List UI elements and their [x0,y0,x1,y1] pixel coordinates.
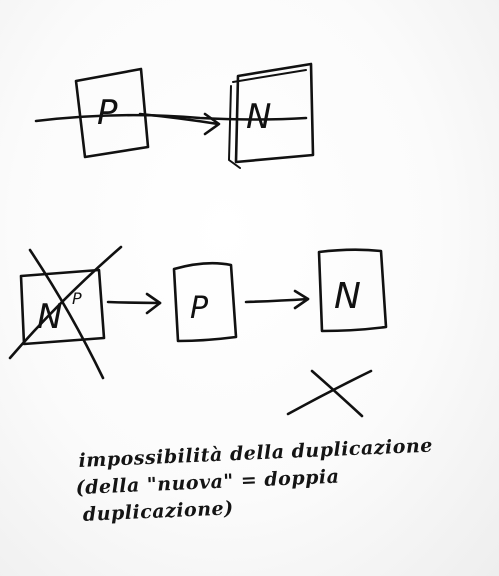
top-p-box [74,67,150,159]
crossed-n-label: N [37,297,62,337]
top-strike-line [34,113,308,123]
top-n-box [228,62,315,169]
arrow-to-middle-p [106,292,162,315]
middle-p-label: P [190,291,209,326]
end-n-box [317,248,388,333]
small-x-mark [286,369,373,418]
large-x-mark [8,245,123,380]
top-p-label: P [97,93,118,133]
crossed-n-superscript: P [72,289,82,308]
end-n-label: N [334,276,361,317]
arrow-to-end-n [244,289,310,310]
middle-p-box [172,261,238,343]
crossed-n-box [19,268,106,346]
top-n-label: N [246,97,271,137]
top-arrow [138,112,221,136]
